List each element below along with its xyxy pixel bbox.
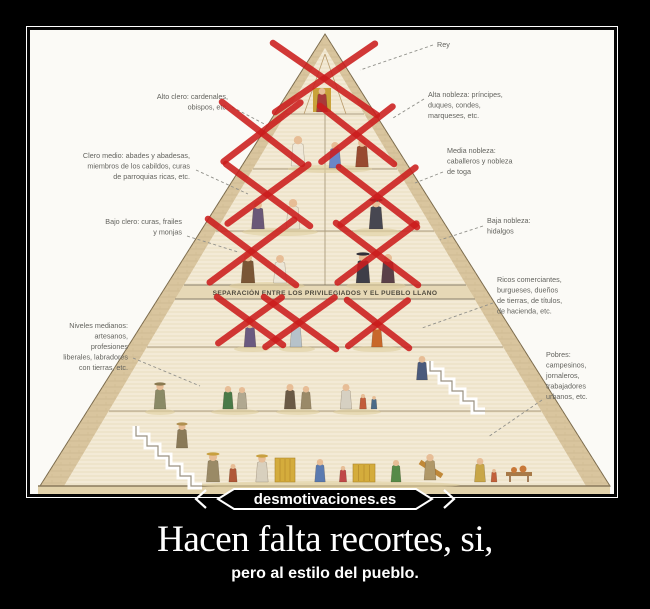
figure-child-1: [359, 394, 367, 410]
figure-wheat-sheaf-1: [274, 457, 296, 483]
ground-shadow: [353, 346, 401, 352]
label-baja-nobleza: Baja nobleza:hidalgos: [487, 216, 531, 236]
label-clero-medio: Clero medio: abades y abadesas,miembros …: [83, 151, 190, 181]
watermark-ribbon: desmotivaciones.es: [194, 488, 456, 510]
leader-line-ricos-comerciantes: [421, 302, 494, 329]
figure-stairs-right: [426, 361, 485, 415]
red-cross-mark-2: [218, 98, 306, 168]
ground-shadow: [145, 409, 175, 415]
red-cross-mark-10: [343, 296, 413, 352]
leader-line-alta-nobleza: [392, 98, 425, 119]
figure-stair-climber-right: [416, 356, 428, 381]
label-rey: Rey: [437, 40, 450, 49]
leader-line-clero-medio: [195, 169, 249, 195]
ribbon-left-chevron-icon: [194, 489, 207, 509]
red-cross-mark-7: [332, 219, 422, 289]
poster-subtitle: pero al estilo del pueblo.: [231, 565, 419, 582]
figure-peasant-mother: [474, 458, 486, 483]
figure-pottery-table: [506, 465, 532, 482]
watermark-band: desmotivaciones.es: [0, 486, 650, 512]
social-pyramid-illustration: SEPARACIÓN ENTRE LOS PRIVILEGIADOS Y EL …: [38, 33, 611, 494]
figure-wood-carrier: [423, 454, 437, 481]
ribbon-banner: [216, 488, 434, 510]
figure-stairs-left: [132, 426, 202, 490]
ground-shadow: [279, 346, 315, 352]
figure-craftsman: [222, 386, 234, 410]
watermark-text: desmotivaciones.es: [254, 491, 397, 508]
figure-craftsman-2: [236, 387, 248, 410]
figure-peasant-girl: [339, 466, 347, 483]
leader-line-alto-clero: [231, 106, 271, 128]
leader-line-baja-nobleza: [439, 225, 484, 241]
leader-line-media-nobleza: [414, 171, 444, 184]
ground-shadow: [333, 409, 381, 415]
leader-line-niveles-medianos: [132, 357, 201, 387]
ground-shadow: [346, 282, 406, 290]
figure-hidalgo-1: [355, 252, 371, 284]
red-cross-mark-5: [335, 163, 421, 231]
ground-shadow: [211, 409, 259, 415]
figure-worker-1: [153, 382, 167, 410]
ground-shadow: [234, 346, 270, 352]
pyramid-image-panel: SEPARACIÓN ENTRE LOS PRIVILEGIADOS Y EL …: [26, 26, 618, 498]
figure-smith-2: [300, 386, 312, 410]
figure-bending-woman: [314, 459, 326, 483]
figure-harvester: [255, 454, 269, 483]
red-cross-mark-4: [222, 160, 314, 230]
figure-peasant-child: [490, 469, 498, 483]
leader-line-rey: [359, 44, 434, 71]
red-cross-mark-3: [316, 102, 398, 168]
figure-smith: [283, 384, 297, 410]
figure-peasant-man: [206, 452, 220, 483]
separation-band-text: SEPARACIÓN ENTRE LOS PRIVILEGIADOS Y EL …: [213, 288, 438, 297]
figure-stair-climber-left: [175, 422, 189, 449]
figure-seated-peasant: [390, 460, 402, 483]
ground-shadow: [229, 282, 305, 290]
figure-mother-worker: [339, 384, 353, 410]
label-alto-clero: Alto clero: cardenales,obispos, etc.: [157, 92, 228, 112]
red-cross-marks: [204, 39, 422, 353]
ribbon-right-chevron-icon: [443, 489, 456, 509]
label-pobres: Pobres:campesinos,jornaleros,trabajadore…: [545, 350, 588, 401]
red-cross-mark-1: [269, 39, 381, 119]
leader-line-bajo-clero: [186, 235, 239, 253]
red-cross-mark-9: [260, 293, 340, 353]
figure-peasant-boy: [228, 464, 238, 483]
figure-child-2: [370, 396, 378, 410]
ground-shadow: [352, 228, 400, 236]
figure-wheat-sheaf-2: [352, 463, 376, 483]
ground-shadow: [276, 409, 320, 415]
poster-title: Hacen falta recortes, si,: [157, 519, 493, 560]
label-alta-nobleza: Alta nobleza: príncipes,duques, condes,m…: [428, 90, 503, 120]
red-cross-mark-6: [204, 215, 300, 289]
ground-shadow: [200, 481, 460, 489]
